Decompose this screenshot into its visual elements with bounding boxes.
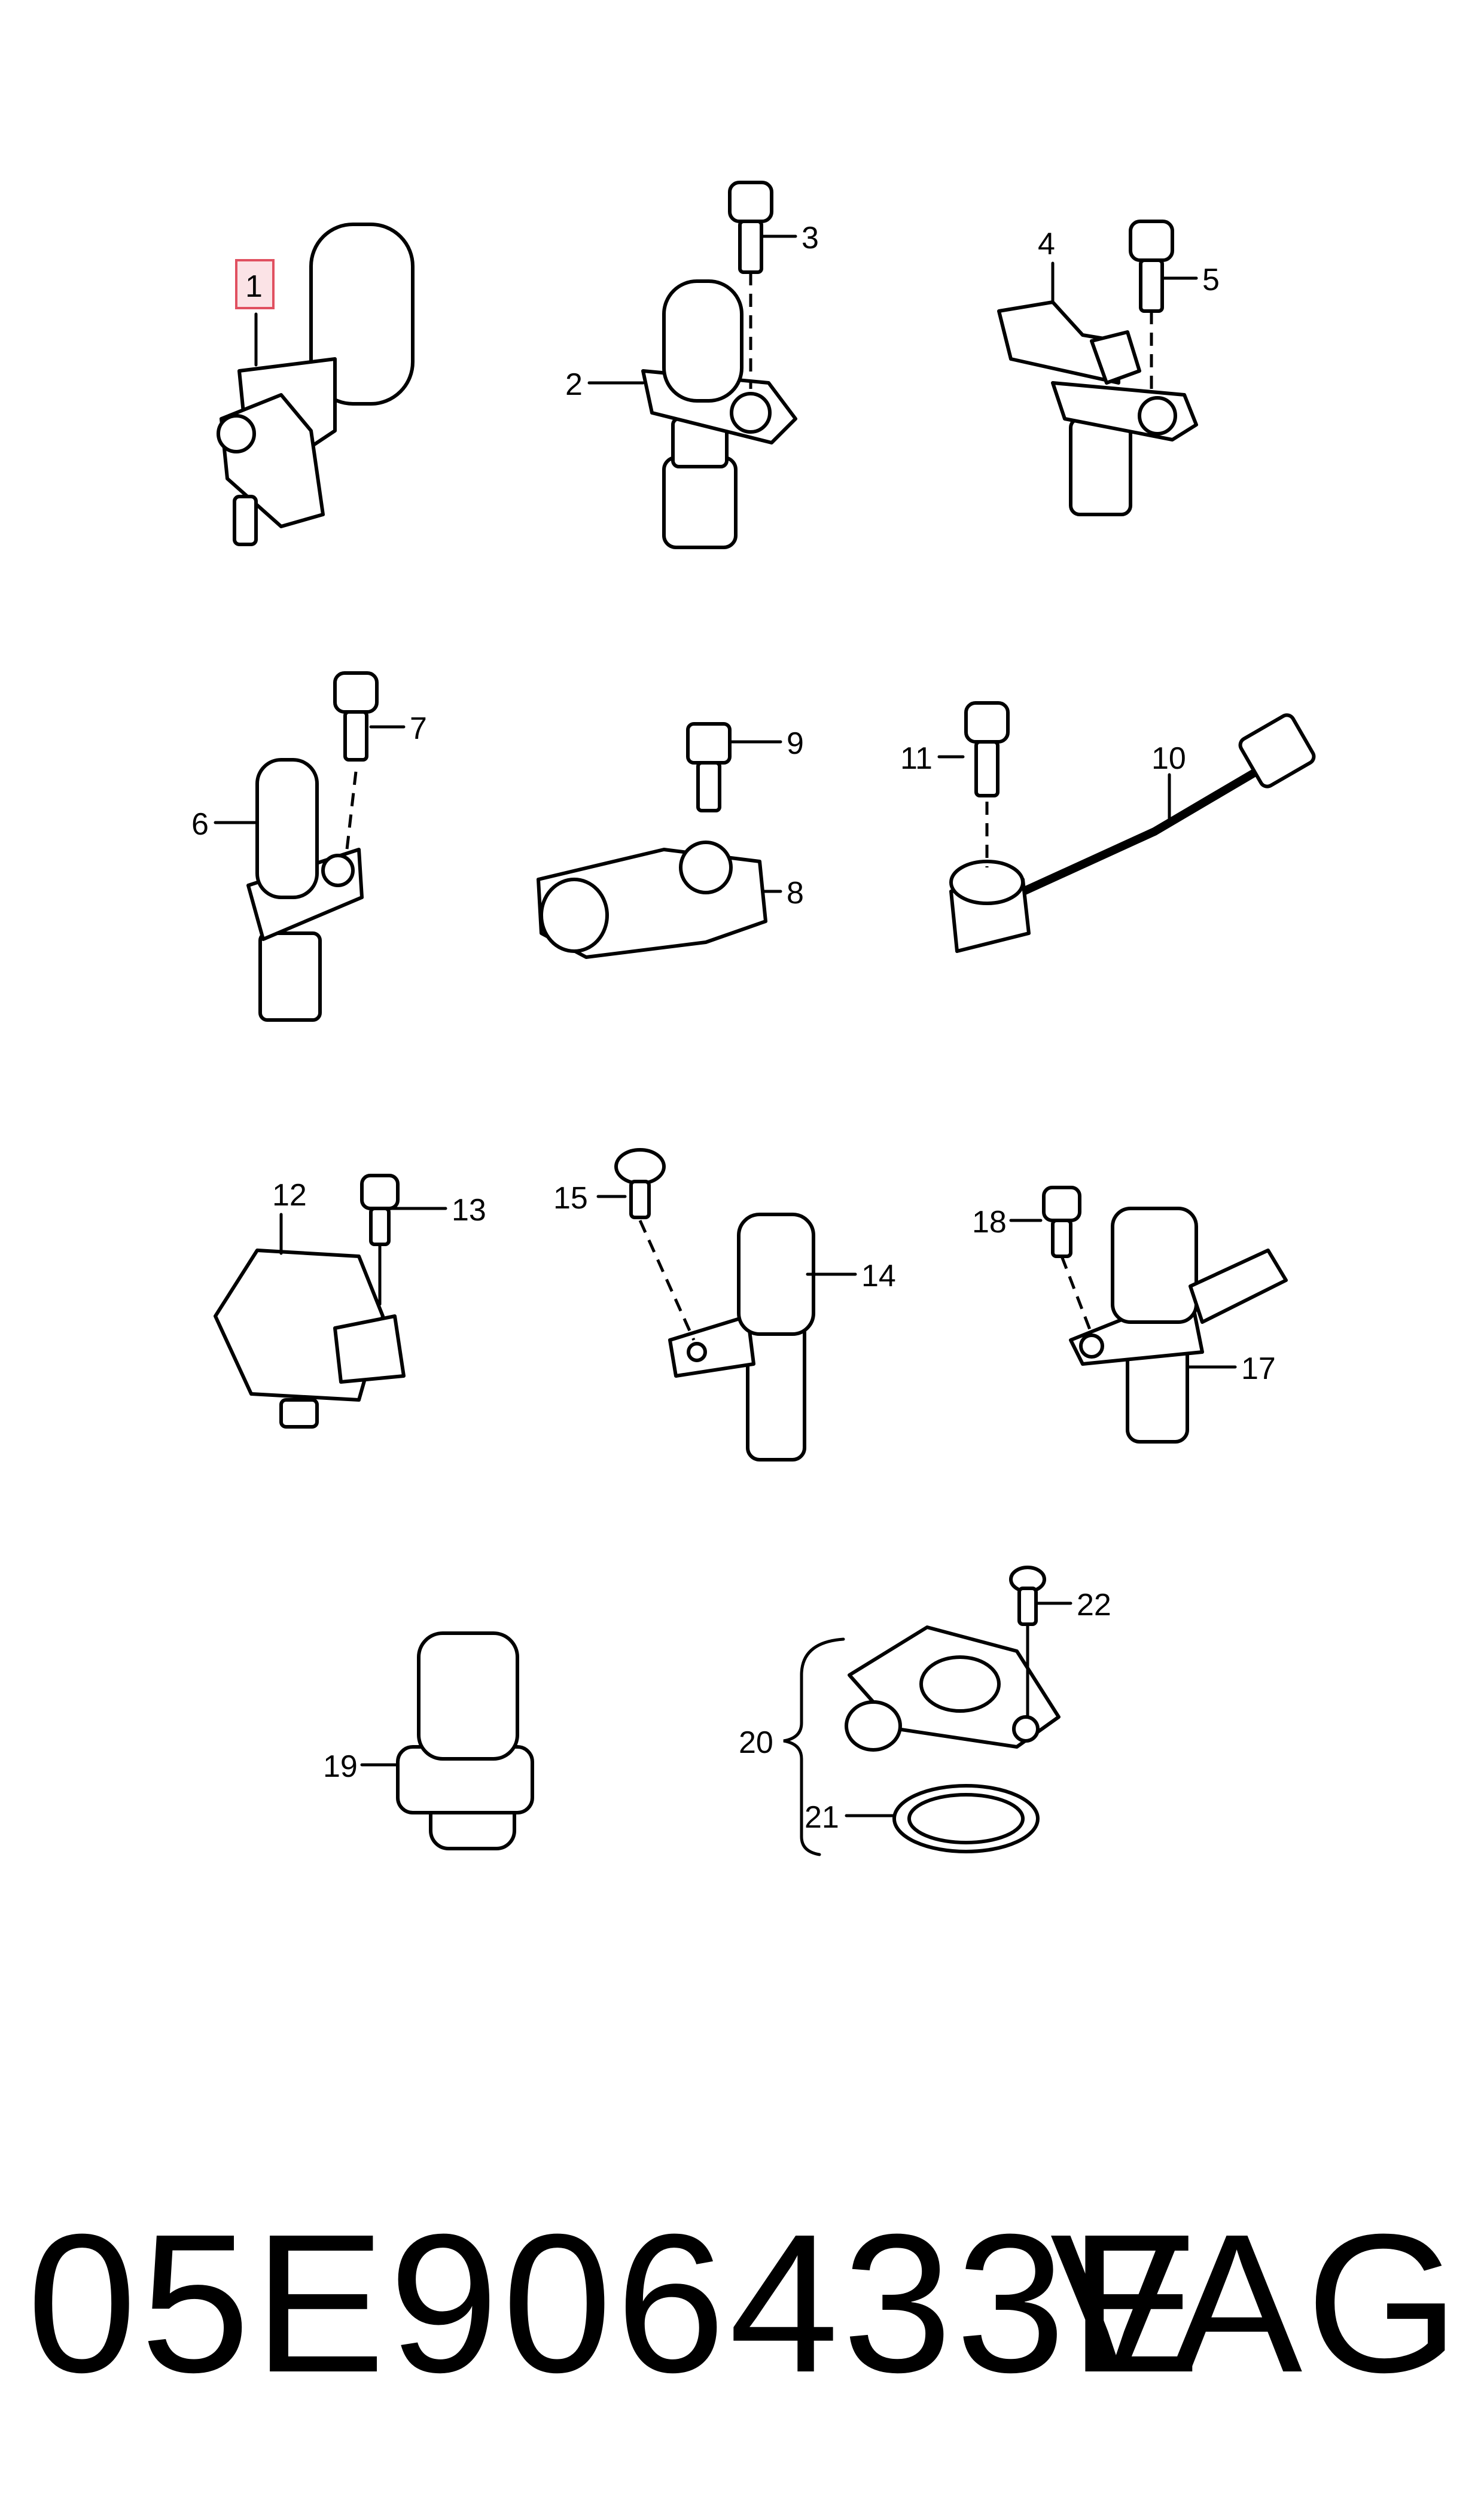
part-5-bolt[interactable] (1129, 220, 1174, 313)
part-2-sensor[interactable] (641, 279, 797, 549)
part-9-bolt[interactable] (686, 722, 732, 812)
part-12-sensor[interactable] (214, 1249, 406, 1429)
callout-1[interactable]: 1 (245, 269, 263, 304)
part-22-bolt[interactable] (1009, 1566, 1046, 1626)
part-1-sensor[interactable] (217, 223, 415, 546)
callout-15[interactable]: 15 (553, 1181, 588, 1216)
callout-21[interactable]: 21 (805, 1800, 839, 1835)
callout-6[interactable]: 6 (191, 807, 209, 842)
callout-13[interactable]: 13 (452, 1193, 486, 1228)
part-15-bolt[interactable] (614, 1148, 666, 1219)
part-4-sensor[interactable] (997, 300, 1198, 516)
callout-4[interactable]: 4 (1038, 227, 1055, 261)
part-6-sensor[interactable] (246, 758, 364, 1022)
callout-11[interactable]: 11 (900, 741, 933, 776)
part-21-seal-ring[interactable] (892, 1784, 1040, 1853)
callout-1-highlight (235, 259, 275, 309)
callout-8[interactable]: 8 (787, 876, 804, 911)
part-10-knock-sensor[interactable] (949, 713, 1317, 953)
part-19-pressure-switch[interactable] (396, 1631, 534, 1850)
part-number: 05E906433E (27, 2193, 1205, 2413)
part-14-valve[interactable] (668, 1213, 815, 1462)
part-13-bolt[interactable] (360, 1174, 400, 1246)
part-17-sensor[interactable] (1069, 1207, 1288, 1444)
part-3-bolt[interactable] (728, 181, 773, 274)
callout-10[interactable]: 10 (1151, 741, 1186, 776)
callout-14[interactable]: 14 (861, 1259, 896, 1293)
callout-19[interactable]: 19 (323, 1749, 358, 1784)
part-20-sensor[interactable] (845, 1625, 1061, 1752)
callout-3[interactable]: 3 (802, 221, 819, 255)
callout-5[interactable]: 5 (1202, 263, 1220, 297)
callout-17[interactable]: 17 (1241, 1351, 1276, 1386)
part-7-bolt[interactable] (333, 671, 379, 762)
callout-2[interactable]: 2 (565, 367, 583, 402)
part-11-bolt[interactable] (964, 701, 1010, 797)
part-8-sensor[interactable] (537, 841, 767, 959)
callout-18[interactable]: 18 (972, 1205, 1007, 1240)
callout-12[interactable]: 12 (272, 1178, 307, 1213)
part-18-bolt[interactable] (1042, 1186, 1081, 1258)
callout-9[interactable]: 9 (787, 726, 804, 761)
callout-7[interactable]: 7 (410, 711, 427, 746)
brand-name: VAG (1050, 2193, 1463, 2413)
callout-20[interactable]: 20 (739, 1725, 773, 1760)
callout-22[interactable]: 22 (1077, 1588, 1111, 1622)
